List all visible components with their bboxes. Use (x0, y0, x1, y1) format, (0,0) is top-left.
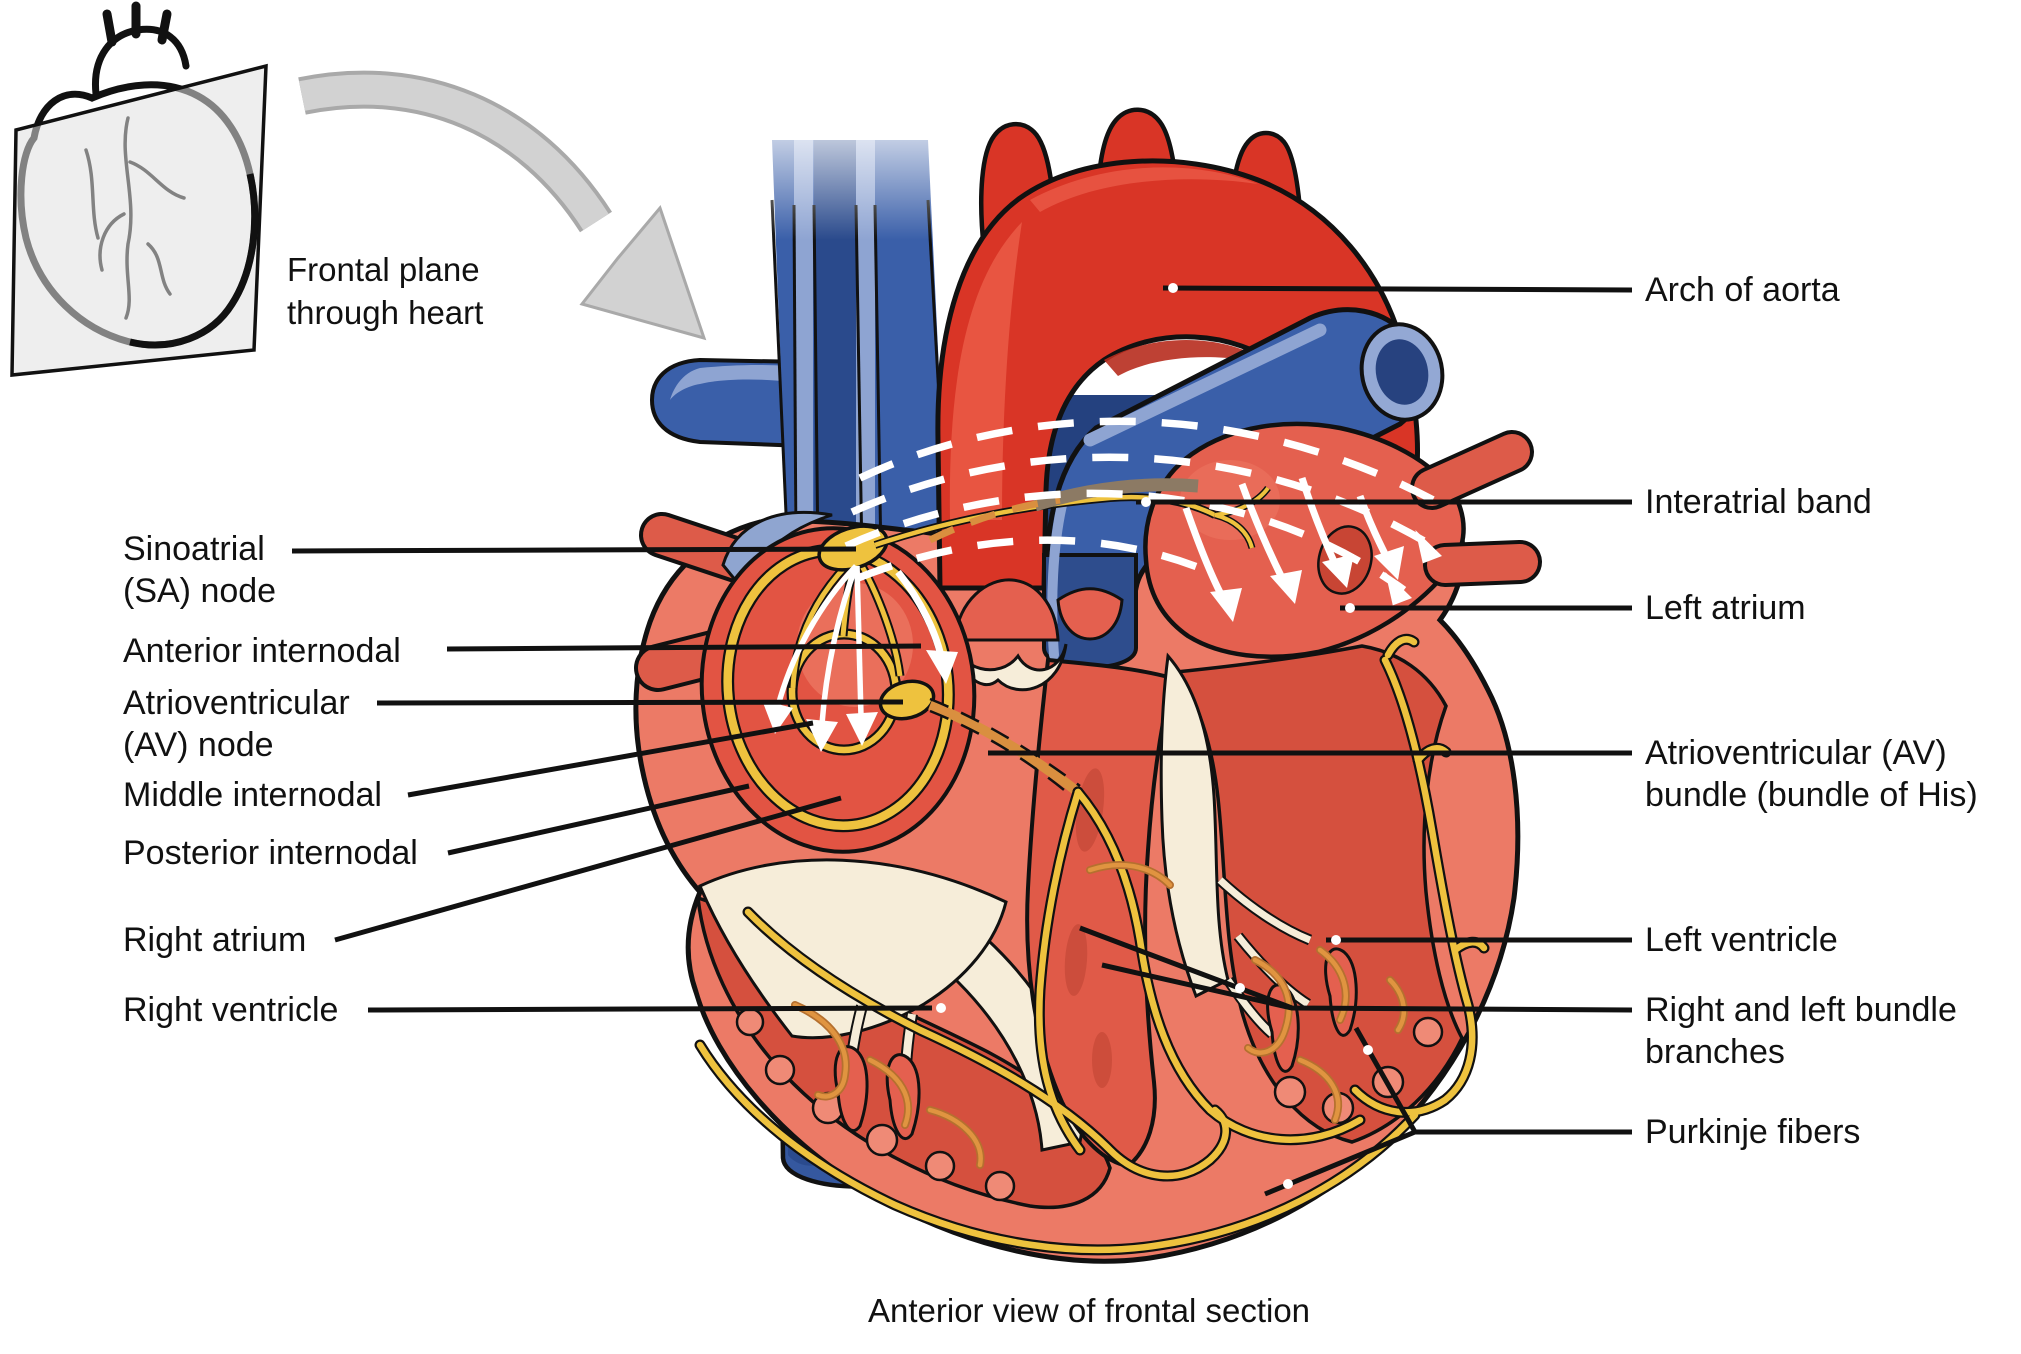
label-posterior-internodal: Posterior internodal (123, 834, 418, 872)
leader-anterior-internodal (446, 643, 922, 652)
purkinje-fibers (791, 861, 1408, 1169)
right-atrium (699, 510, 977, 854)
arch-of-aorta (935, 107, 1420, 591)
leader-atrioventricular-node (376, 699, 904, 706)
label-right-ventricle: Right ventricle (123, 991, 339, 1029)
leader-arch-of-aorta (1162, 285, 1633, 293)
label-arch-of-aorta: Arch of aorta (1645, 271, 1840, 309)
label-middle-internodal: Middle internodal (123, 776, 382, 814)
label-bundle-branches: Right and left bundle branches (1645, 991, 1957, 1071)
brachiocephalic-vein (649, 357, 808, 449)
arrow-to-heart (298, 70, 707, 341)
av-bundle (928, 697, 1082, 800)
leader-gap-markers (936, 283, 1373, 1189)
label-left-ventricle: Left ventricle (1645, 921, 1838, 959)
label-atrioventricular-node: Atrioventricular (AV) node (123, 684, 350, 764)
interatrial-band (844, 417, 1450, 606)
leader-sinoatrial-node (291, 546, 857, 554)
leader-middle-internodal (407, 720, 814, 798)
inset-caption-line1: Frontal plane (287, 251, 480, 288)
leader-right-atrium (334, 795, 842, 943)
av-node (878, 679, 936, 721)
label-interatrial-band: Interatrial band (1645, 483, 1872, 521)
frontal-plane (10, 63, 268, 377)
label-left-atrium: Left atrium (1645, 589, 1806, 627)
conduction-arrows-left-atrium (1182, 476, 1404, 622)
superior-vena-cava (750, 95, 955, 559)
inset-caption: Frontal plane through heart (287, 248, 483, 334)
leader-posterior-internodal (447, 783, 750, 856)
label-sinoatrial-node: Sinoatrial (SA) node (123, 530, 277, 610)
leader-right-ventricle (367, 1005, 933, 1013)
aortic-valve (950, 578, 1068, 692)
label-right-atrium: Right atrium (123, 921, 307, 959)
inset-caption-line2: through heart (287, 294, 484, 331)
label-anterior-internodal: Anterior internodal (123, 632, 401, 670)
frontal-plane-inset (10, 1, 268, 377)
figure-caption: Anterior view of frontal section (868, 1292, 1311, 1329)
label-av-bundle: Atrioventricular (AV) bundle (bundle of … (1645, 734, 1978, 814)
leader-bundle-branches (1079, 925, 1633, 1013)
label-purkinje-fibers: Purkinje fibers (1645, 1113, 1861, 1151)
